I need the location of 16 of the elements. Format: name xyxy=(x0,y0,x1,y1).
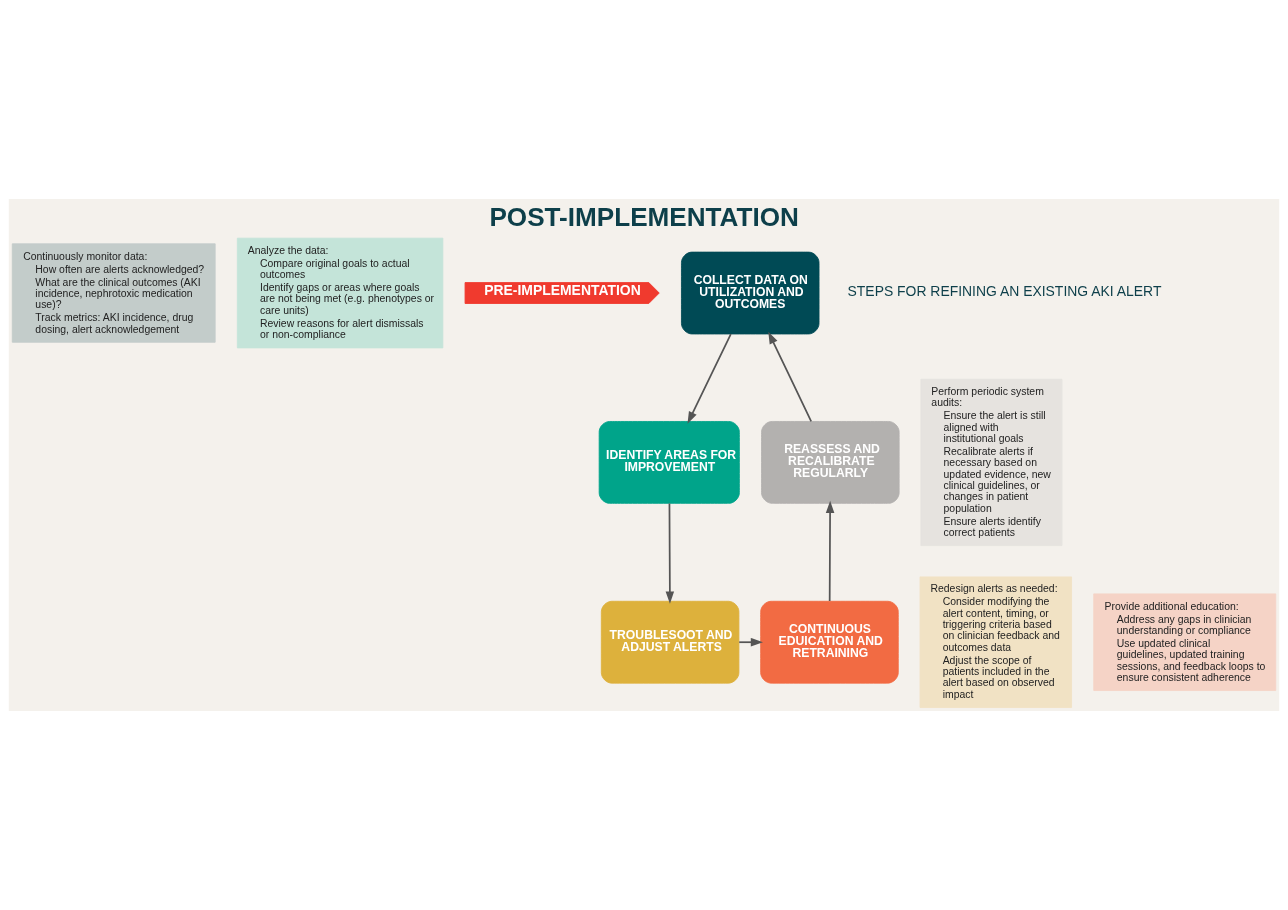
label: STEPS FOR REFINING AN EXISTING AKI ALERT xyxy=(847,283,1162,300)
arrow xyxy=(665,502,675,604)
node-box: Analyze the data: Compare original goals to actual outcomes Identify gaps or areas where goals are not being met (e.g. phenotypes or care units) Review reasons for alert dismissals or non-compliance xyxy=(236,237,444,349)
node-box: Redesign alerts as needed: Consider modifying the alert content, timing, or triggering criteria based on clinician feedback and outcomes data Adjust the scope of patients included in the alert based on observed impact xyxy=(919,576,1072,708)
node-box: TROUBLESOOT AND ADJUST ALERTS xyxy=(600,600,740,684)
node-box: COLLECT DATA ON UTILIZATION AND OUTCOMES xyxy=(681,251,820,335)
node-box: Provide additional education: Address any gaps in clinician understanding or compliance Use updated clinical guidelines, updated training sessions, and feedback loops to ensure consistent adherence xyxy=(1093,593,1277,691)
arrow xyxy=(768,331,813,423)
node-box: Continuously monitor data: How often are alerts acknowledged? What are the clinical outcomes (AKI incidence, nephrotoxic medication use)? Track metrics: AKI incidence, drug dosing, alert acknowledgement xyxy=(11,243,216,343)
arrow xyxy=(687,333,732,424)
arrow xyxy=(738,637,763,647)
node-box: CONTINUOUS EDUICATION AND RETRAINING xyxy=(760,600,899,684)
arrow xyxy=(825,500,835,602)
diagram-title: POST-IMPLEMENTATION xyxy=(489,201,799,232)
node-box: IDENTIFY AREAS FOR IMPROVEMENT xyxy=(598,421,740,504)
node-box: REASSESS AND RECALIBRATE REGULARLY xyxy=(761,421,900,504)
